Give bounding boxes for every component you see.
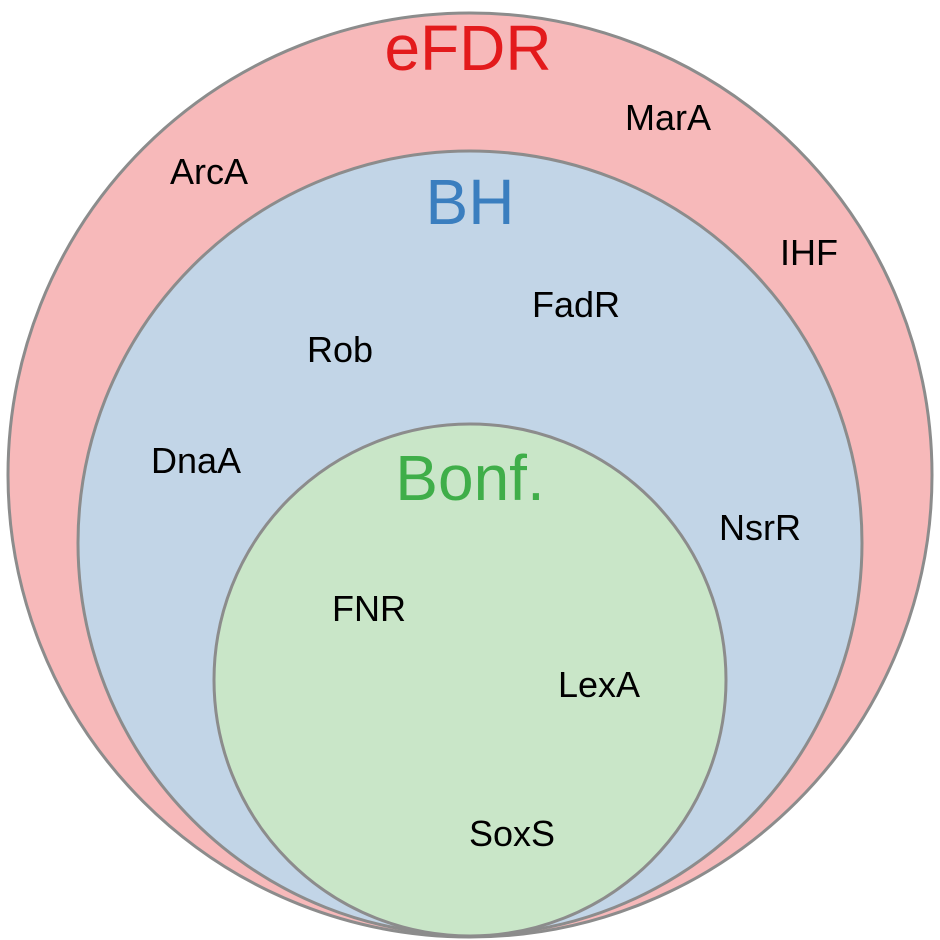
bh-title: BH xyxy=(426,166,515,238)
bh-member-dnaa: DnaA xyxy=(151,440,241,481)
efdr-member-mara: MarA xyxy=(625,97,711,138)
bonf-member-lexa: LexA xyxy=(558,664,640,705)
bh-member-nsrr: NsrR xyxy=(719,507,801,548)
bh-member-rob: Rob xyxy=(307,329,373,370)
efdr-title: eFDR xyxy=(384,12,551,84)
bh-member-fadr: FadR xyxy=(532,284,620,325)
bonf-circle-outline xyxy=(212,422,728,938)
efdr-member-ihf: IHF xyxy=(780,232,838,273)
bonf-member-fnr: FNR xyxy=(332,588,406,629)
bonf-title: Bonf. xyxy=(395,442,544,514)
bonf-member-soxs: SoxS xyxy=(469,813,555,854)
efdr-member-arca: ArcA xyxy=(170,151,248,192)
bonf-circle xyxy=(214,424,726,936)
